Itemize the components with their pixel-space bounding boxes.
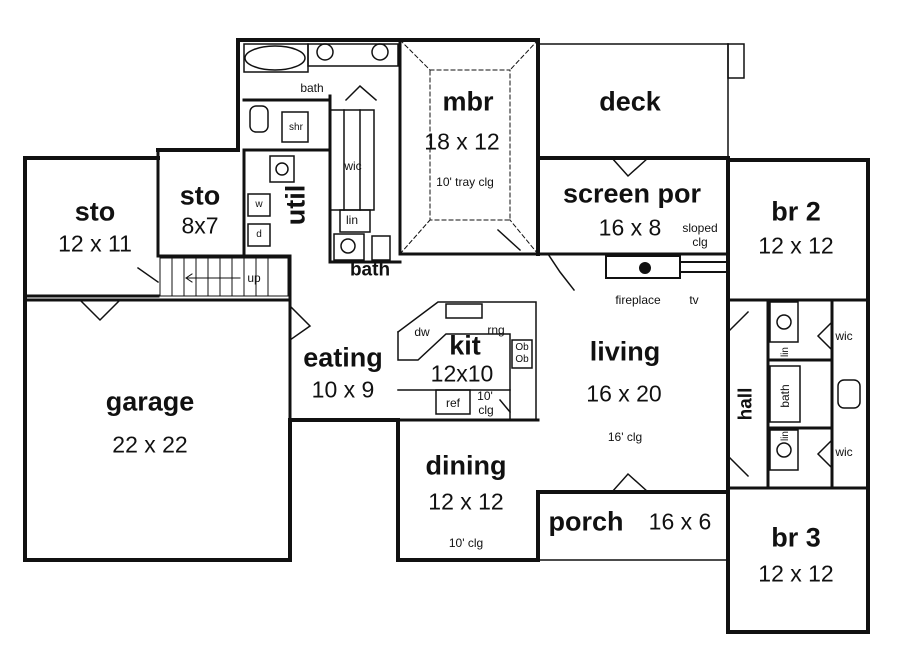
room-br2-name: br 2: [771, 196, 821, 227]
br2-wic-label: wic: [835, 329, 853, 343]
stairs-treads: [159, 257, 289, 297]
fireplace-shape: [605, 255, 729, 279]
room-living-size: 16 x 20: [586, 380, 662, 407]
room-mbr-note: 10' tray clg: [436, 175, 494, 189]
shower-label: shr: [289, 122, 303, 133]
kitchen-ceiling-clg: clg: [478, 403, 494, 417]
door-swings: [78, 84, 834, 494]
master-wic-label: wic: [344, 159, 362, 173]
range-label: rng: [487, 323, 505, 337]
room-living-name: living: [589, 336, 661, 367]
hall-bath-linen-bottom: lin: [780, 430, 791, 442]
oven-label-2: Ob: [515, 354, 529, 365]
kitchen-counters: [396, 301, 537, 421]
room-living-note: 16' clg: [607, 430, 643, 444]
room-eating-name: eating: [303, 342, 383, 373]
screen-porch-note-sloped: sloped: [682, 221, 718, 235]
room-deck-name: deck: [599, 86, 661, 117]
hall-bath-linen-top: lin: [780, 346, 791, 358]
br3-wic-label: wic: [835, 445, 853, 459]
dryer-label: d: [256, 229, 262, 240]
hall-label: hall: [735, 387, 757, 421]
room-util-name: util: [280, 184, 311, 226]
half-bath-label: bath: [349, 259, 391, 281]
stairs-label: up: [247, 271, 261, 285]
porch-posts: [537, 491, 729, 561]
room-sto-left-name: sto: [74, 196, 116, 227]
room-screen-porch-name: screen por: [562, 178, 702, 209]
kitchen-ceiling-height: 10': [477, 389, 493, 403]
room-garage-size: 22 x 22: [112, 431, 188, 458]
master-linen-label: lin: [345, 213, 359, 227]
room-br2-size: 12 x 12: [758, 232, 834, 259]
room-sto-small-name: sto: [179, 180, 221, 211]
tray-ceiling: [399, 39, 539, 255]
room-porch-name: porch: [548, 506, 624, 537]
fireplace-label: fireplace: [615, 293, 661, 307]
master-bath-label: bath: [300, 81, 324, 95]
tv-label: tv: [689, 293, 699, 307]
oven-label-1: Ob: [515, 342, 529, 353]
room-dining-size: 12 x 12: [428, 488, 504, 515]
refrigerator-label: ref: [445, 396, 461, 410]
room-garage-name: garage: [105, 386, 195, 417]
hall-bath-fixtures: [769, 301, 861, 471]
room-eating-size: 10 x 9: [311, 376, 375, 403]
room-br3-size: 12 x 12: [758, 560, 834, 587]
room-sto-small-size: 8x7: [181, 212, 219, 239]
dishwasher-label: dw: [414, 325, 430, 339]
screen-porch-note-clg: clg: [692, 235, 708, 249]
room-br3-name: br 3: [771, 522, 821, 553]
room-kitchen-size: 12x10: [430, 360, 494, 387]
room-porch-size: 16 x 6: [648, 508, 712, 535]
room-mbr-size: 18 x 12: [424, 128, 500, 155]
room-mbr-name: mbr: [442, 86, 494, 117]
room-dining-note: 10' clg: [448, 536, 484, 550]
fireplace-firebox: [639, 262, 651, 274]
room-sto-left-size: 12 x 11: [58, 230, 132, 257]
room-kitchen-name: kit: [449, 330, 481, 361]
washer-label: w: [255, 199, 263, 210]
util-fixtures: [247, 155, 295, 247]
interior-walls: [23, 38, 870, 490]
room-screen-porch-size: 16 x 8: [598, 214, 662, 241]
hall-bath-label: bath: [778, 384, 792, 408]
deck-outline: [537, 43, 745, 159]
master-bath-fixtures: [243, 43, 399, 261]
room-dining-name: dining: [425, 450, 507, 481]
